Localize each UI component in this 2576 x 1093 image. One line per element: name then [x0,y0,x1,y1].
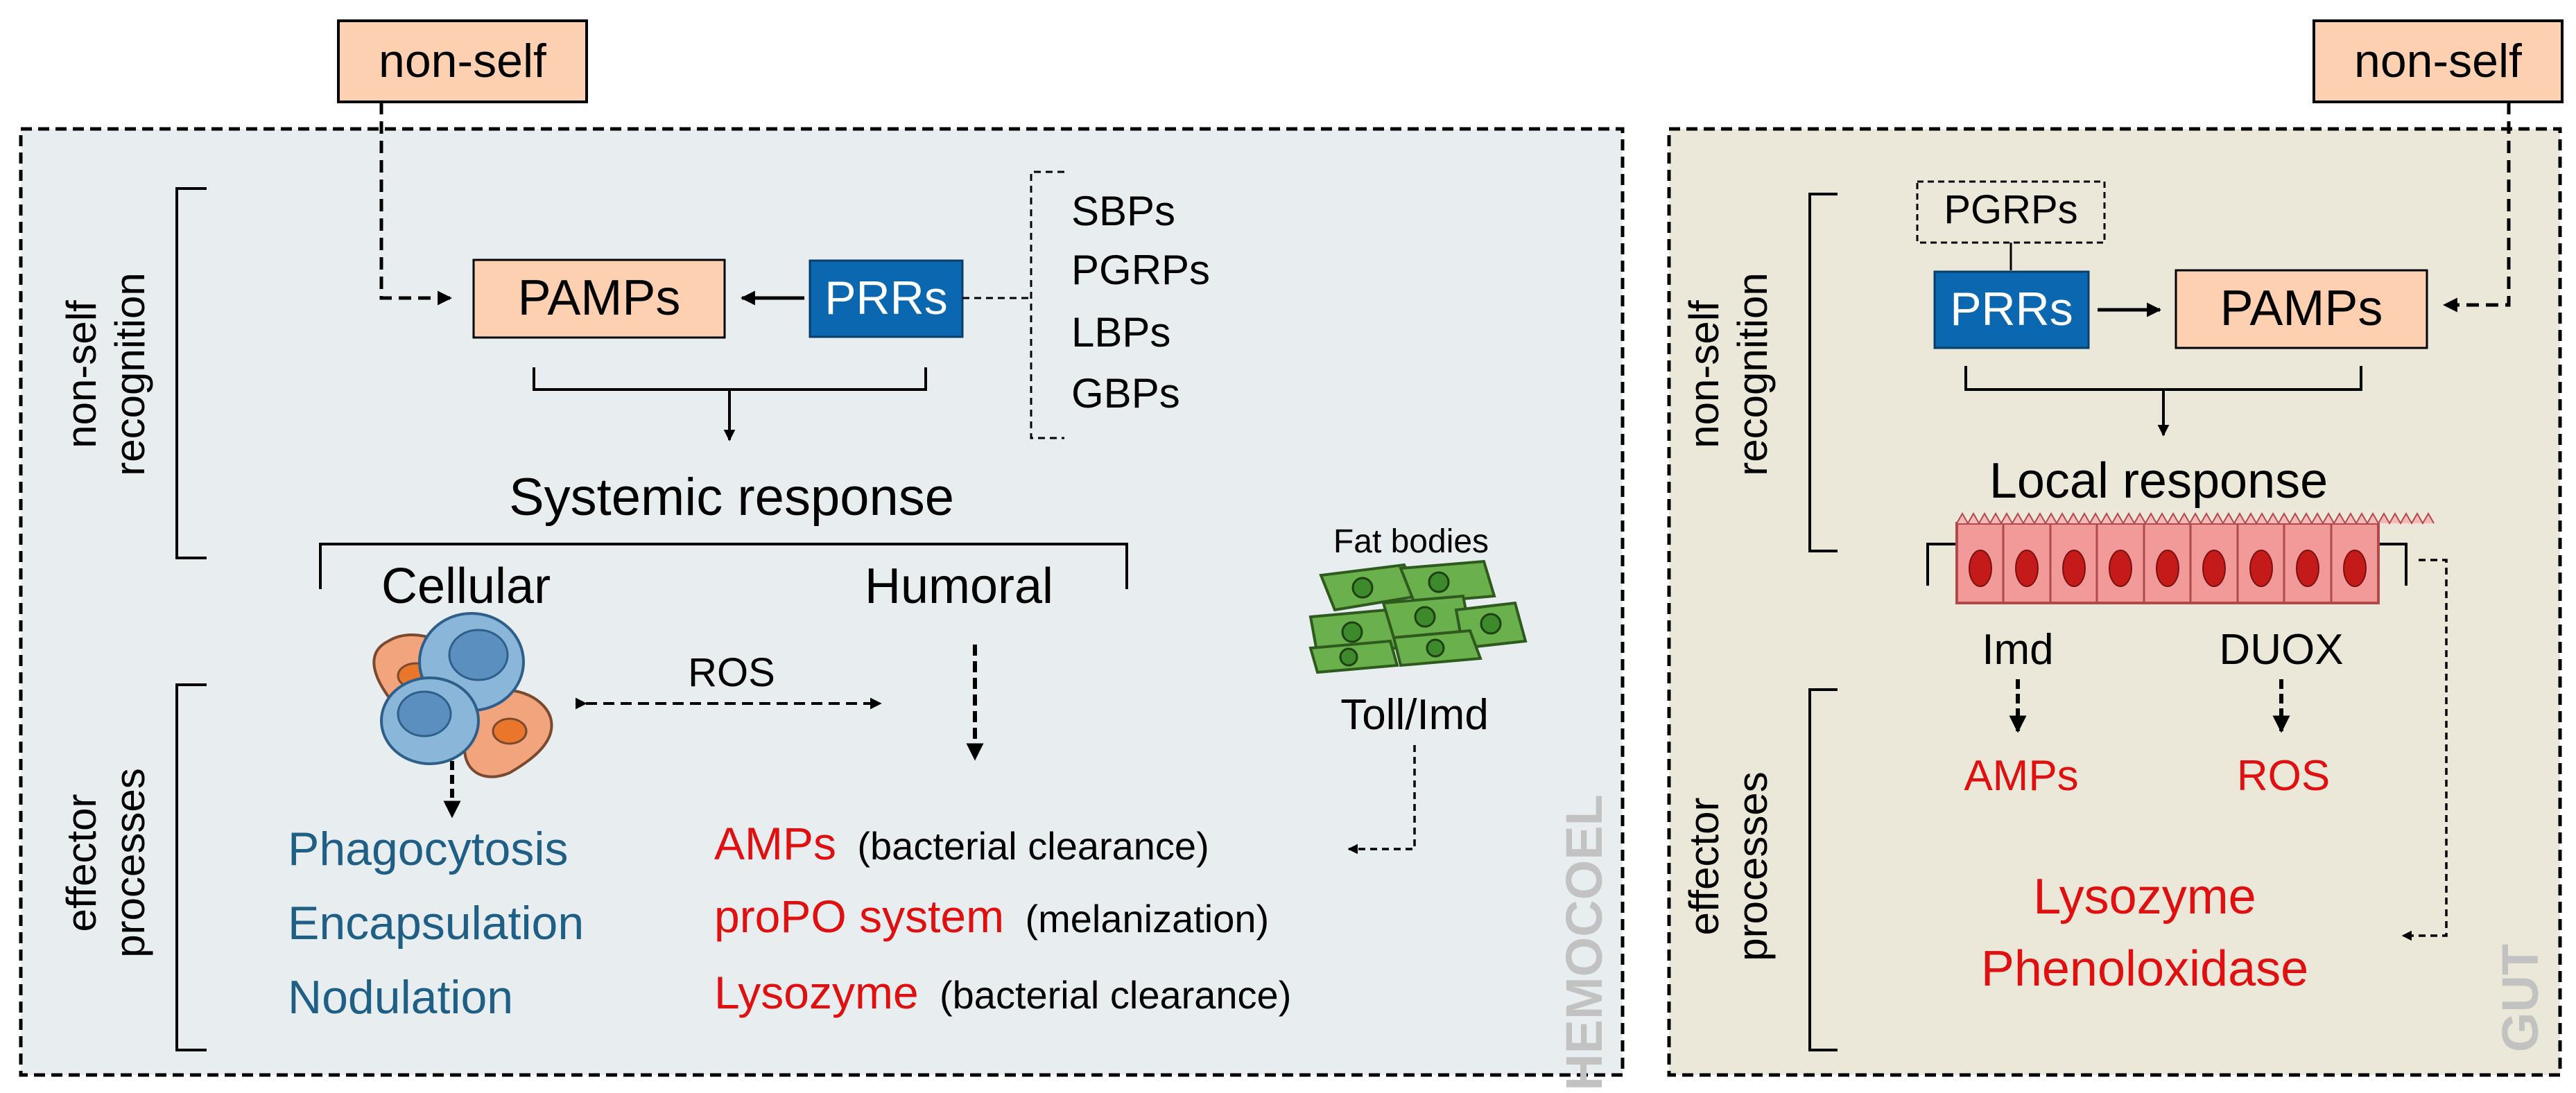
gut-pamps-label: PAMPs [2220,281,2383,336]
recognition-merge-bracket [533,367,927,440]
gut-nonself-label: non-self [2354,35,2522,87]
gut-recognition-bracket [1808,193,1838,552]
cellular-effect-encapsulation: Encapsulation [288,897,584,950]
gut-pgrps-label: PGRPs [1944,187,2077,232]
epithelium-to-lyso-arrow [2401,559,2448,941]
hemocoel-ros-label: ROS [688,650,775,695]
humoral-effect-lysozyme: Lysozyme (bacterial clearance) [714,967,1291,1018]
hemocoel-nonself-label: non-self [379,35,546,87]
gut-prrs-label: PRRs [1950,283,2073,335]
fat-bodies-illustration [1308,559,1528,674]
cellular-label: Cellular [381,559,551,614]
prr-type-gbps: GBPs [1071,370,1180,417]
gut-effector-bracket [1808,688,1838,1051]
hemocoel-pamps-label: PAMPs [518,270,681,326]
humoral-label: Humoral [865,559,1053,614]
humoral-effect-propo-note: (melanization) [1025,897,1269,941]
gut-epithelium-illustration [1955,511,2435,604]
humoral-effect-amps-name: AMPs [714,818,836,869]
hemocoel-recognition-label-1: non-self [58,300,105,448]
toll-imd-label: Toll/Imd [1340,691,1489,739]
hemocoel-prrs-label: PRRs [824,272,948,324]
gut-prrs-box [1933,270,2090,349]
gut-panel-label: GUT [2491,944,2549,1052]
nonself-to-pamps-arrow [379,102,453,306]
gut-lysozyme-label: Lysozyme [2033,869,2256,925]
gut-effector-label-2: processes [1729,771,1776,961]
hemocoel-effector-label-1: effector [58,794,105,932]
prr-type-pgrps: PGRPs [1071,247,1210,293]
hemocoel-nonself-box [337,19,588,103]
hemocoel-recognition-label-2: recognition [107,272,153,476]
fat-bodies-label: Fat bodies [1333,523,1489,560]
local-response-label: Local response [1989,453,2328,509]
hemocoel-pamps-box [472,259,726,339]
gut-phenoloxidase-label: Phenoloxidase [1981,941,2308,997]
gut-recognition-merge-bracket [1964,366,2362,435]
cellular-effect-phagocytosis: Phagocytosis [288,823,568,875]
gut-pamps-box [2175,269,2428,349]
gut-pgrps-box [1916,180,2106,244]
gut-imd-label: Imd [1982,626,2053,674]
prr-type-sbps: SBPs [1071,188,1175,234]
hemocoel-effector-bracket [175,683,207,1051]
gut-nonself-to-pamps-arrow [2442,102,2511,313]
hemocoel-panel-label: HEMOCOEL [1555,794,1613,1091]
hemocoel-recognition-bracket [175,187,207,559]
gut-recognition-label-1: non-self [1681,300,1727,448]
systemic-response-label: Systemic response [509,468,954,527]
humoral-effect-amps: AMPs (bacterial clearance) [714,818,1209,869]
humoral-effect-propo: proPO system (melanization) [714,891,1269,942]
gut-effector-label-1: effector [1681,797,1727,935]
humoral-effect-propo-name: proPO system [714,891,1004,942]
systemic-split-bracket [319,543,1128,589]
hemocytes-illustration [372,612,553,778]
humoral-effect-amps-note: (bacterial clearance) [857,824,1209,868]
humoral-effect-lysozyme-name: Lysozyme [714,967,919,1018]
hemocoel-prrs-box [809,259,964,338]
toll-imd-to-amps-arrow [1347,745,1416,855]
cellular-effect-nodulation: Nodulation [288,971,513,1024]
prr-type-lbps: LBPs [1071,309,1170,356]
hemocoel-effector-label-2: processes [107,768,153,957]
gut-amps-label: AMPs [1964,752,2078,800]
humoral-effect-lysozyme-note: (bacterial clearance) [940,973,1291,1017]
gut-recognition-label-2: recognition [1729,272,1776,476]
gut-duox-label: DUOX [2219,626,2343,674]
gut-ros-label: ROS [2237,752,2330,800]
gut-nonself-box [2313,19,2564,103]
prr-types-bracket [962,170,1064,439]
